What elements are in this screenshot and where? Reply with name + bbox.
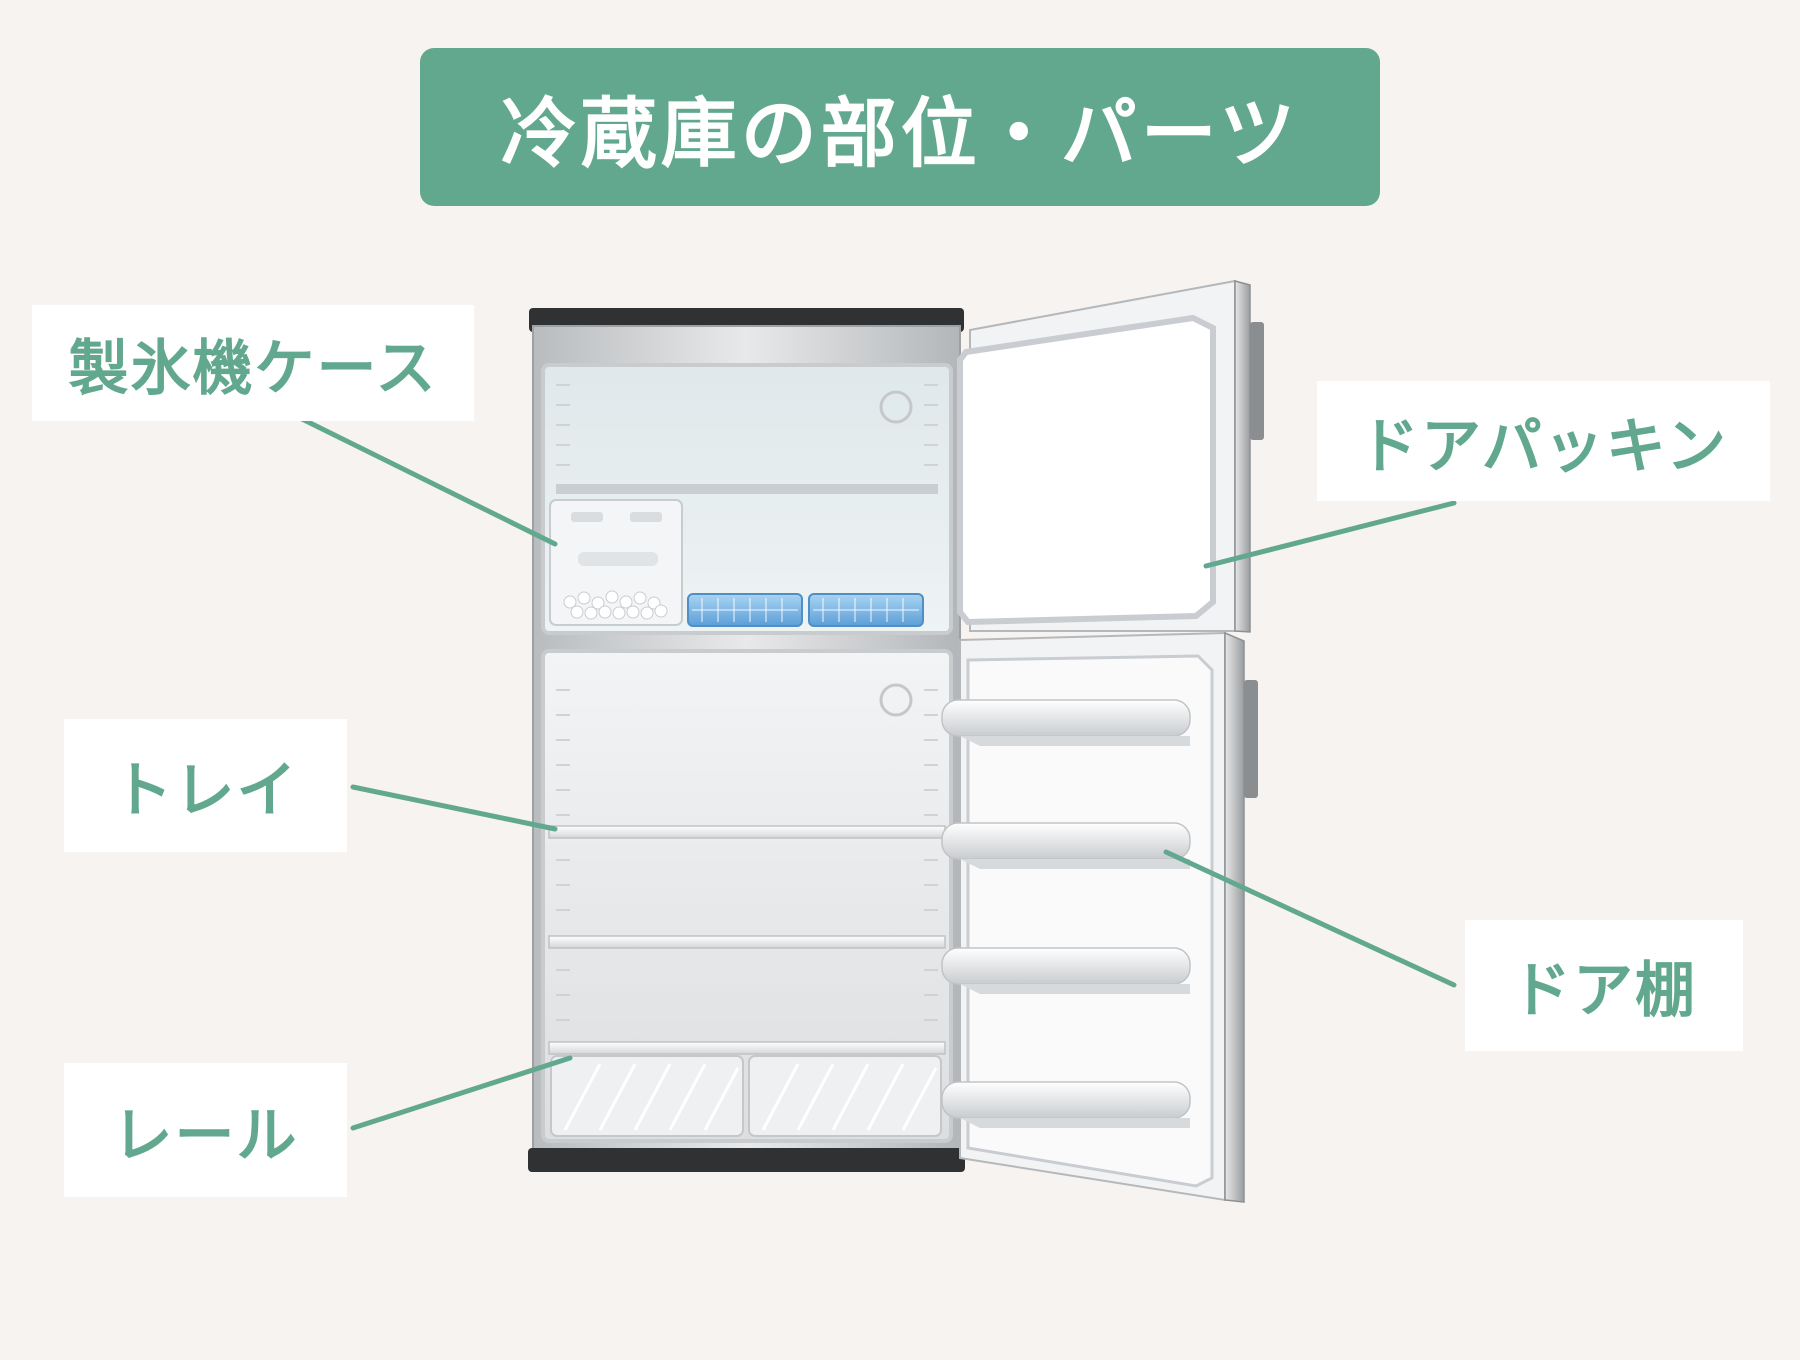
freezer-shelf (556, 484, 938, 494)
fridge-shelf-2 (548, 935, 946, 949)
leader-line-ice-case (295, 414, 558, 547)
freezer-door (957, 279, 1264, 633)
page-title: 冷蔵庫の部位・パーツ (500, 89, 1300, 178)
leader-line-door-shelf (1163, 849, 1457, 988)
door-seal-gasket (957, 314, 1216, 626)
leader-line-tray (350, 784, 558, 832)
fridge-shelf-1 (548, 825, 946, 839)
leader-line-rail (350, 1055, 573, 1131)
title-banner: 冷蔵庫の部位・パーツ (420, 48, 1380, 206)
fridge-side-ribs (556, 689, 938, 1021)
door-bin-4 (941, 1081, 1191, 1128)
crisper-drawer-right (748, 1055, 942, 1137)
fridge-base (528, 1148, 965, 1172)
freezer-side-ribs (556, 384, 938, 466)
freezer-fan (879, 390, 913, 424)
label-rail: レール (112, 1100, 299, 1171)
ice-maker-case (549, 499, 683, 626)
ice-tray-1 (687, 593, 803, 627)
fridge-door-handle (1244, 680, 1258, 798)
label-box-door-seal: ドアパッキン (1317, 381, 1770, 501)
label-door-shelf: ドア棚 (1511, 956, 1697, 1026)
label-box-rail: レール (64, 1063, 347, 1197)
label-door-seal: ドアパッキン (1359, 411, 1728, 482)
label-box-tray: トレイ (64, 719, 347, 852)
ice-tray-2 (808, 593, 924, 627)
label-ice-maker-case: 製氷機ケース (68, 333, 438, 404)
leader-lines (295, 414, 1457, 1131)
door-bin-1 (941, 699, 1191, 746)
fridge-fan (879, 683, 913, 717)
crisper-drawer-left (550, 1055, 744, 1137)
leader-line-door-seal (1203, 500, 1457, 569)
label-box-ice-maker-case: 製氷機ケース (32, 305, 474, 421)
freezer-door-handle (1250, 322, 1264, 440)
crisper-cover (548, 1041, 946, 1055)
door-bin-3 (941, 947, 1191, 994)
fridge-compartment (541, 649, 953, 1143)
label-box-door-shelf: ドア棚 (1465, 920, 1743, 1051)
label-tray: トレイ (112, 756, 299, 826)
fridge-door (941, 631, 1258, 1203)
door-bin-2 (941, 822, 1191, 869)
